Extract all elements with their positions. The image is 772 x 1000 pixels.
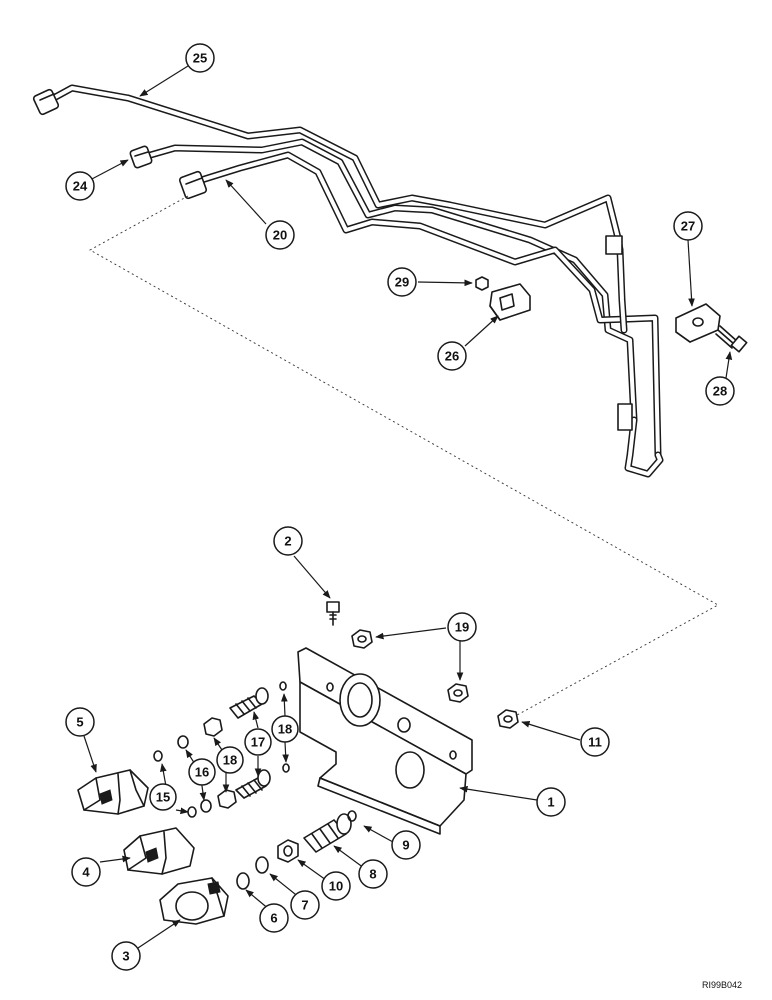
callout-8: 8 xyxy=(358,859,388,889)
callout-label-24: 20 xyxy=(273,228,287,243)
callout-label-27-center: 26 xyxy=(445,349,459,364)
callout-label-28: 28 xyxy=(713,384,727,399)
callout-25: 24 xyxy=(65,171,95,201)
hydraulic-tubes xyxy=(32,84,664,478)
callout-label-10: 10 xyxy=(329,879,343,894)
coupler-4 xyxy=(123,827,195,875)
callout-27-right: 27 xyxy=(673,211,703,241)
callout-label-1: 1 xyxy=(547,795,554,810)
callout-label-2: 2 xyxy=(284,534,291,549)
callout-6: 6 xyxy=(259,903,289,933)
washer-7 xyxy=(255,856,269,874)
callout-3: 3 xyxy=(111,941,141,971)
clamp-27-right xyxy=(675,303,721,343)
callout-label-8: 8 xyxy=(369,867,376,882)
washer-16-lower xyxy=(200,799,212,813)
fitting-17-lower xyxy=(235,769,271,799)
callout-15: 15 xyxy=(149,783,177,811)
callout-label-27-right: 27 xyxy=(681,219,695,234)
tube-clamp-upper xyxy=(605,235,623,255)
fitting-17-upper xyxy=(229,687,269,719)
clamp-27-center xyxy=(489,283,531,321)
coupler-3 xyxy=(159,877,229,925)
callout-label-3: 3 xyxy=(122,949,129,964)
drawing-reference-code: RI99B042 xyxy=(702,980,742,990)
alignment-line xyxy=(89,195,719,721)
callout-label-4: 4 xyxy=(82,865,90,880)
nut-29 xyxy=(475,276,489,291)
callout-19: 18 xyxy=(216,746,244,774)
callout-label-6: 6 xyxy=(270,911,277,926)
callout-label-5: 5 xyxy=(76,715,83,730)
callout-label-9: 9 xyxy=(402,838,409,853)
tube-clamp-lower xyxy=(617,403,633,431)
o-ring-9 xyxy=(347,810,357,822)
callout-label-20: 19 xyxy=(455,620,469,635)
leader-lines xyxy=(83,65,733,949)
nut-11 xyxy=(497,709,519,729)
callout-7: 7 xyxy=(290,890,320,920)
callout-27-center: 26 xyxy=(437,341,467,371)
washer-6 xyxy=(236,872,250,890)
o-ring-15-upper xyxy=(153,750,163,762)
callout-29: 29 xyxy=(387,267,417,297)
callout-16: 16 xyxy=(188,758,216,786)
callout-5: 5 xyxy=(65,707,95,737)
callout-26: 25 xyxy=(185,43,215,73)
callout-4: 4 xyxy=(71,857,101,887)
callout-2: 2 xyxy=(273,526,303,556)
bolt-2 xyxy=(326,601,340,626)
callout-label-11: 11 xyxy=(588,735,602,750)
tube-nut-24 xyxy=(178,170,208,200)
nut-19-upper xyxy=(203,717,223,737)
coupler-5 xyxy=(77,769,149,815)
nut-20-upper xyxy=(351,629,373,649)
callout-24: 20 xyxy=(265,220,295,250)
callout-18: 18 xyxy=(271,715,299,743)
nut-20-lower xyxy=(447,683,469,703)
callout-label-16: 16 xyxy=(195,765,209,780)
callout-20: 19 xyxy=(447,612,477,642)
o-ring-18-upper xyxy=(279,681,287,691)
callout-label-26: 25 xyxy=(193,51,207,66)
callout-label-29: 29 xyxy=(395,275,409,290)
callout-label-18: 18 xyxy=(278,722,292,737)
bolt-28 xyxy=(715,325,748,353)
o-ring-15-lower xyxy=(187,806,197,818)
nut-19-lower xyxy=(217,789,237,809)
washer-16-upper xyxy=(177,735,189,749)
callout-label-17: 17 xyxy=(251,735,265,750)
callout-label-25: 24 xyxy=(73,179,88,194)
nut-10 xyxy=(277,839,299,863)
callout-1: 1 xyxy=(536,787,566,817)
callout-11: 11 xyxy=(580,727,610,757)
bracket-plate-1 xyxy=(297,647,473,835)
callout-label-15: 15 xyxy=(156,790,170,805)
callout-label-7: 7 xyxy=(301,898,308,913)
o-ring-18-lower xyxy=(282,763,290,773)
fitting-8 xyxy=(303,813,352,853)
callout-17: 17 xyxy=(244,728,272,756)
callout-28: 28 xyxy=(705,376,735,406)
tube-nut-25 xyxy=(129,145,153,169)
callout-label-19: 18 xyxy=(223,753,237,768)
callout-10: 10 xyxy=(321,871,351,901)
tube-nut-26 xyxy=(32,88,60,116)
callout-9: 9 xyxy=(391,830,421,860)
